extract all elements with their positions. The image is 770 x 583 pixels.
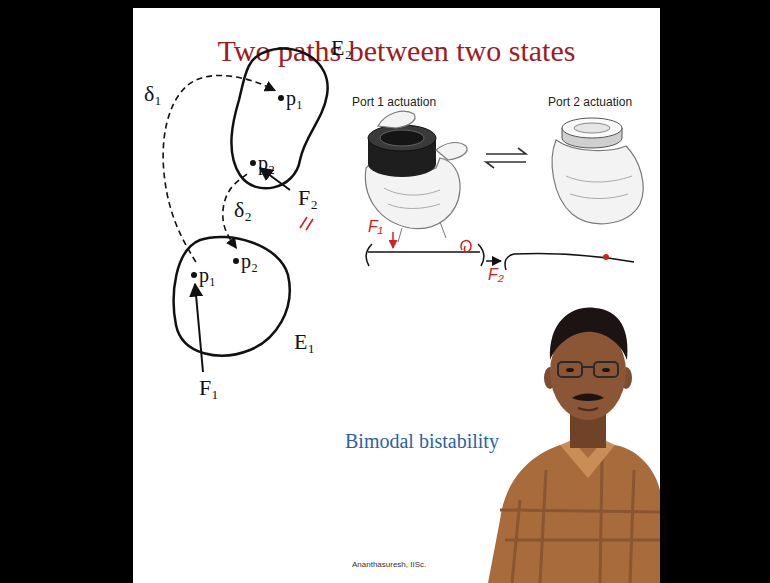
- footer-credit: Ananthasuresh, IISc.: [352, 560, 426, 569]
- beam-sketch: [392, 232, 394, 248]
- label-anchor: Bimodal bistability: [345, 430, 499, 452]
- region-outline: [231, 49, 327, 189]
- label-anchor: δ₁: [143, 82, 163, 106]
- beam-sketch: [366, 244, 372, 266]
- lecturer-video: [594, 362, 618, 377]
- connector-group: [163, 75, 275, 262]
- label-anchor: F₁: [199, 376, 219, 400]
- state-region: E₁ p₁ p₂: [170, 230, 320, 370]
- point-dot: [233, 258, 239, 264]
- port1-hand-illustration: [365, 111, 467, 242]
- title-anchor: Two paths between two states: [133, 34, 660, 67]
- figure-caption: Port 2 actuation: [548, 95, 632, 109]
- path-label: δ₁: [143, 81, 163, 106]
- label-anchor: Port 2 actuation: [548, 92, 632, 110]
- beam-sketch: [478, 244, 484, 266]
- label-anchor: F₂: [488, 266, 504, 284]
- force-label: F₂: [298, 185, 318, 210]
- port2-hand-illustration: [552, 140, 643, 224]
- slide-subheading: Bimodal bistability: [345, 430, 499, 452]
- reversible-arrows: [486, 148, 526, 154]
- force-label: F₁: [199, 375, 219, 400]
- point-name: p₂: [258, 153, 275, 173]
- lecturer-video: [572, 394, 604, 402]
- label-anchor: E₂: [331, 36, 352, 60]
- label-anchor: Port 1 actuation: [352, 92, 436, 110]
- point-name: p₁: [199, 265, 216, 285]
- port2-hand-illustration: [574, 123, 610, 133]
- label-anchor: Ananthasuresh, IISc.: [352, 553, 426, 571]
- point-name: p₂: [241, 251, 258, 271]
- figure-caption: Port 1 actuation: [352, 95, 436, 109]
- port1-hand-illustration: [436, 143, 467, 160]
- lecturer-video: [488, 445, 660, 583]
- state-point: p₁: [275, 85, 306, 111]
- reversible-arrows: [486, 162, 526, 168]
- point-dot: [250, 160, 256, 166]
- label-anchor: E₁: [294, 330, 315, 354]
- beam-sketch: [368, 251, 480, 253]
- port1-hand-illustration: [378, 111, 415, 128]
- lecturer-video: [500, 460, 660, 583]
- lecturer-video: [578, 408, 598, 410]
- port2-hand-illustration: [562, 118, 622, 138]
- point-dot: [278, 95, 284, 101]
- beam-sketch: [505, 253, 634, 270]
- transition-path: [163, 75, 275, 262]
- red-annotation: [300, 217, 313, 230]
- beam-sketch: [486, 260, 501, 262]
- lecturer-video: [602, 368, 610, 372]
- reversible-arrows: [486, 148, 526, 168]
- state-point: p₁: [188, 262, 219, 288]
- point-dot: [191, 272, 197, 278]
- label-anchor: δ₂: [233, 198, 253, 222]
- lecturer-video: [558, 362, 582, 377]
- handwritten-label: F₁: [368, 218, 383, 235]
- lecturer-video: [488, 308, 660, 583]
- state-point: p₂: [230, 248, 261, 274]
- port2-hand-illustration: [566, 176, 632, 199]
- region-outline: [174, 237, 290, 356]
- path-label: δ₂: [233, 197, 253, 222]
- beam-sketch: [461, 241, 471, 252]
- label-anchor: F₂: [298, 186, 318, 210]
- port1-hand-illustration: [398, 222, 446, 242]
- state-point: p₂: [247, 150, 278, 176]
- region-name: E₂: [331, 35, 352, 60]
- port1-hand-illustration: [380, 130, 424, 146]
- region-outline: [225, 40, 360, 200]
- beam-sketch: [603, 254, 609, 260]
- port1-hand-illustration: [368, 125, 436, 151]
- force-arrow: [195, 168, 290, 372]
- state-region: E₂p₁p₂: [225, 40, 360, 200]
- lecturer-video: [582, 366, 594, 368]
- slide-ground: [133, 8, 660, 583]
- port2-hand-illustration: [552, 118, 643, 224]
- label-anchor: F₁: [368, 218, 383, 236]
- force-arrow: [195, 284, 203, 372]
- point-name: p₁: [286, 88, 303, 108]
- beam-sketch: [366, 232, 634, 270]
- lecturer-video: [566, 368, 574, 372]
- lecturer-video: [550, 308, 628, 360]
- port1-hand-illustration: [384, 188, 440, 209]
- handwritten-label: F₂: [488, 266, 504, 283]
- region-name: E₁: [294, 329, 315, 354]
